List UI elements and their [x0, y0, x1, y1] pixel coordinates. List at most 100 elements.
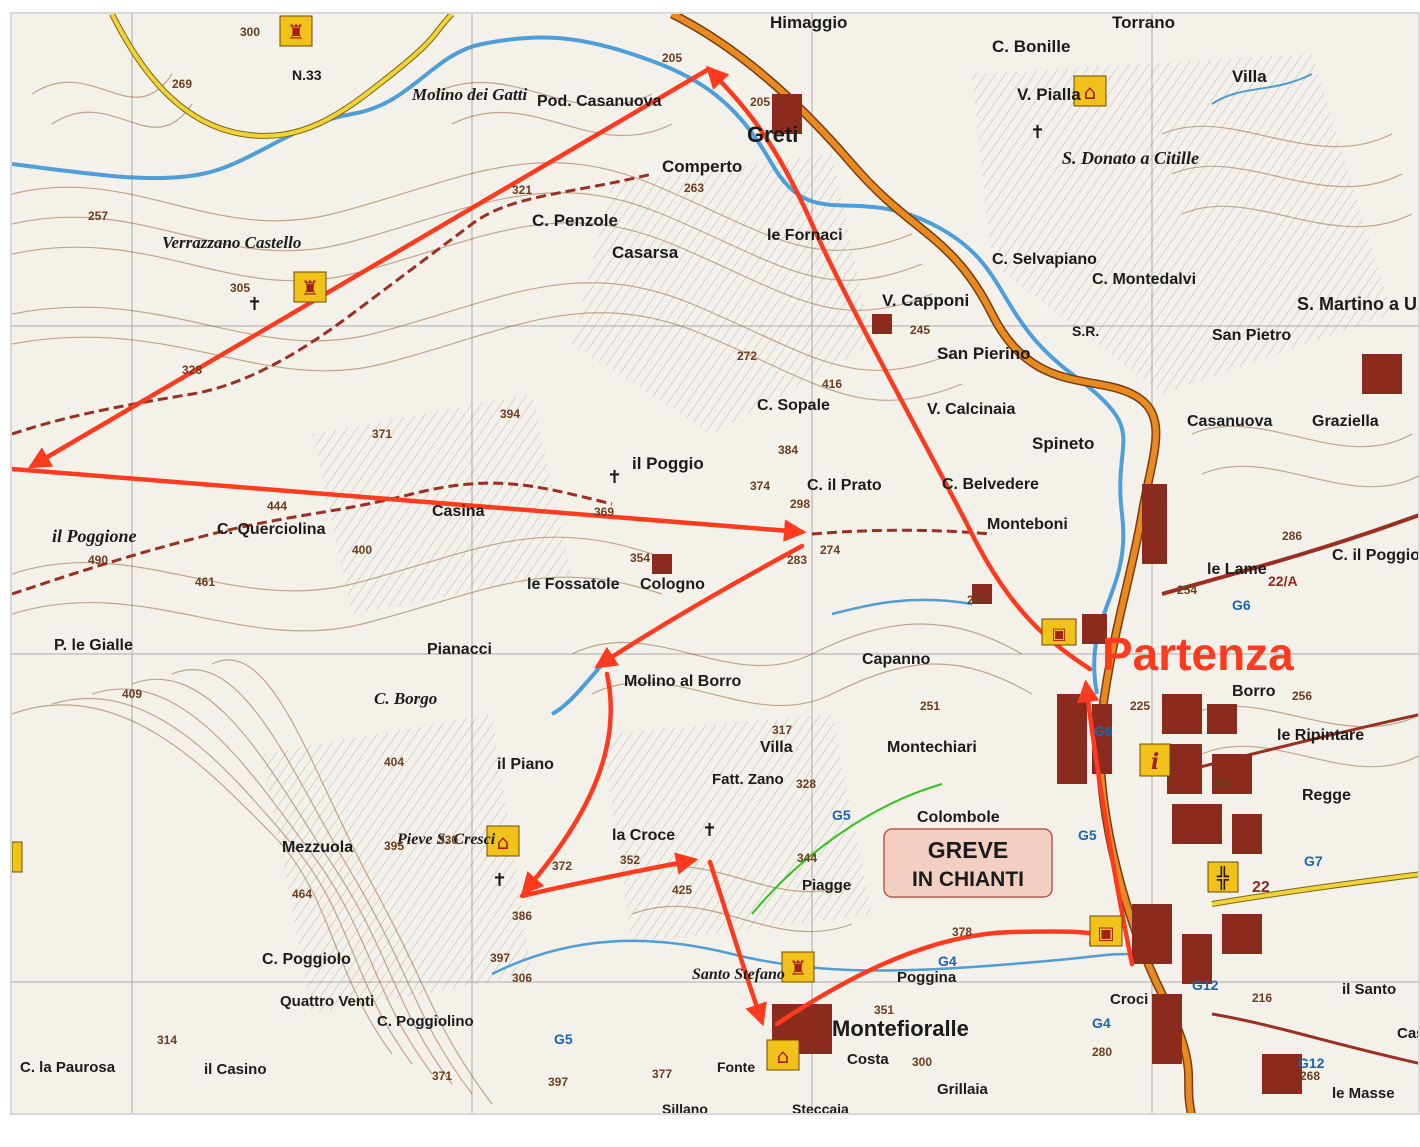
elevation-label: 354: [630, 551, 650, 565]
road-code: G4: [1092, 1015, 1111, 1031]
elevation-label: 216: [1252, 991, 1272, 1005]
place-label: S. Martino a Uzzano: [1297, 294, 1420, 314]
church-icon: ✝: [607, 467, 622, 488]
elevation-label: 409: [122, 687, 142, 701]
castle-icon: ♜: [279, 15, 313, 47]
road-code: 22: [1252, 879, 1270, 896]
svg-text:✝: ✝: [1030, 122, 1045, 143]
svg-text:♜: ♜: [301, 276, 319, 300]
elevation-label: 300: [240, 25, 260, 39]
elevation-label: 490: [88, 553, 108, 567]
place-label: C. Montedalvi: [1092, 271, 1196, 288]
map-grid: [12, 14, 1418, 1113]
place-label: Grillaia: [937, 1081, 989, 1098]
route-segment-6: [519, 852, 699, 899]
place-label: Casa: [1397, 1025, 1420, 1042]
church-icon: ✝: [702, 820, 717, 841]
svg-text:⌂: ⌂: [497, 830, 510, 854]
road-code: G7: [1304, 853, 1323, 869]
place-label: C. Poggiolo: [262, 951, 351, 968]
svg-text:✝: ✝: [492, 870, 507, 891]
route-segment-3: [12, 466, 807, 542]
place-label: Molino dei Gatti: [411, 85, 528, 104]
place-labels: Himaggio C. Bonille Torrano Villa V. Pia…: [20, 14, 1420, 1115]
place-label: Mezzuola: [282, 839, 353, 856]
place-label: le Fornaci: [767, 227, 843, 244]
elevation-label: 425: [672, 883, 692, 897]
place-label: V. Pialla: [1017, 85, 1081, 104]
elevation-label: 251: [920, 699, 940, 713]
route-segment-4: [594, 543, 805, 669]
place-label: la Croce: [612, 827, 675, 844]
place-label: Verrazzano Castello: [162, 233, 301, 252]
place-label: V. Calcinaia: [927, 401, 1015, 418]
hotel-icon: ▣: [1089, 915, 1123, 947]
elevation-label: 397: [548, 1075, 568, 1089]
place-label: il Poggio: [632, 454, 704, 473]
svg-text:✝: ✝: [702, 820, 717, 841]
place-label: Poggina: [897, 969, 957, 986]
church-icon: ✝: [1030, 122, 1045, 143]
elevation-label: 352: [620, 853, 640, 867]
contour-lines: [12, 73, 1418, 1105]
route-segment-1: [705, 65, 1093, 672]
road-code: G12: [1298, 1055, 1325, 1071]
svg-text:▣: ▣: [1051, 624, 1066, 643]
place-label: Sillano: [662, 1101, 708, 1115]
elevation-label: 280: [1092, 1045, 1112, 1059]
place-label: San Pierino: [937, 344, 1031, 363]
elevation-label: 205: [750, 95, 770, 109]
elevation-label: 444: [267, 499, 287, 513]
town-blocks: [652, 94, 1402, 1094]
map-canvas: ♜ ♜ ♜ ⌂ ⌂ ⌂ ▣ ▣ i ╬ ✝ ✝ ✝ ✝ ✝ Himaggio C…: [12, 14, 1420, 1115]
elevation-label: 272: [737, 349, 757, 363]
place-label: Villa: [1232, 67, 1267, 86]
hotel-icon: ⌂: [486, 825, 520, 857]
place-label: Casina: [432, 503, 485, 520]
elevation-label: 377: [652, 1067, 672, 1081]
place-label: Croci: [1110, 991, 1148, 1008]
place-label: C. Penzole: [532, 211, 618, 230]
elevation-label: 256: [1292, 689, 1312, 703]
elevation-labels: 300 269 205 205 321 263 257 305 328 394 …: [88, 25, 1320, 1089]
place-label: Pieve S. Cresci: [396, 831, 496, 848]
elevation-label: 416: [822, 377, 842, 391]
elevation-label: 254: [1177, 583, 1197, 597]
road-code: G6: [1232, 597, 1251, 613]
elevation-label: 269: [172, 77, 192, 91]
elevation-label: 283: [787, 553, 807, 567]
church-icon: ✝: [492, 870, 507, 891]
town-name-box: GREVE IN CHIANTI: [883, 828, 1053, 898]
place-label: il Santo: [1342, 981, 1396, 998]
elevation-label: 225: [1130, 699, 1150, 713]
road-code: N.33: [292, 67, 322, 83]
road-code: G5: [832, 807, 851, 823]
elevation-label: 328: [796, 777, 816, 791]
green-trail: [751, 783, 943, 915]
place-label: le Fossatole: [527, 576, 620, 593]
place-label: San Pietro: [1212, 327, 1291, 344]
road-code: G4: [938, 953, 957, 969]
elevation-label: 306: [512, 971, 532, 985]
hotel-icon: [12, 841, 23, 873]
road-code: G6: [1094, 723, 1113, 739]
place-label: Fonte: [717, 1059, 755, 1075]
poi-icons: ♜ ♜ ♜ ⌂ ⌂ ⌂ ▣ ▣ i ╬ ✝ ✝ ✝ ✝ ✝: [12, 15, 1239, 1071]
place-label: Spineto: [1032, 434, 1094, 453]
place-label: Fatt. Zano: [712, 771, 784, 788]
elevation-label: 404: [384, 755, 404, 769]
elevation-label: 394: [500, 407, 520, 421]
elevation-label: 274: [820, 543, 840, 557]
place-label: Montechiari: [887, 739, 977, 756]
elevation-label: 205: [662, 51, 682, 65]
info-icon: i: [1139, 743, 1171, 777]
place-label: Steccaia: [792, 1101, 849, 1115]
place-label: V. Capponi: [882, 291, 969, 310]
place-label: le Lame: [1207, 561, 1267, 578]
elevation-label: 351: [874, 1003, 894, 1017]
place-label: Casanuova: [1187, 413, 1272, 430]
svg-text:♜: ♜: [789, 956, 807, 980]
place-label: C. Sopale: [757, 397, 830, 414]
road-code-labels: N.33 S.R. 22/A G6 G6 G5 G5 G5 G4 G4 G12 …: [292, 67, 1325, 1071]
place-label: C. Querciolina: [217, 521, 326, 538]
